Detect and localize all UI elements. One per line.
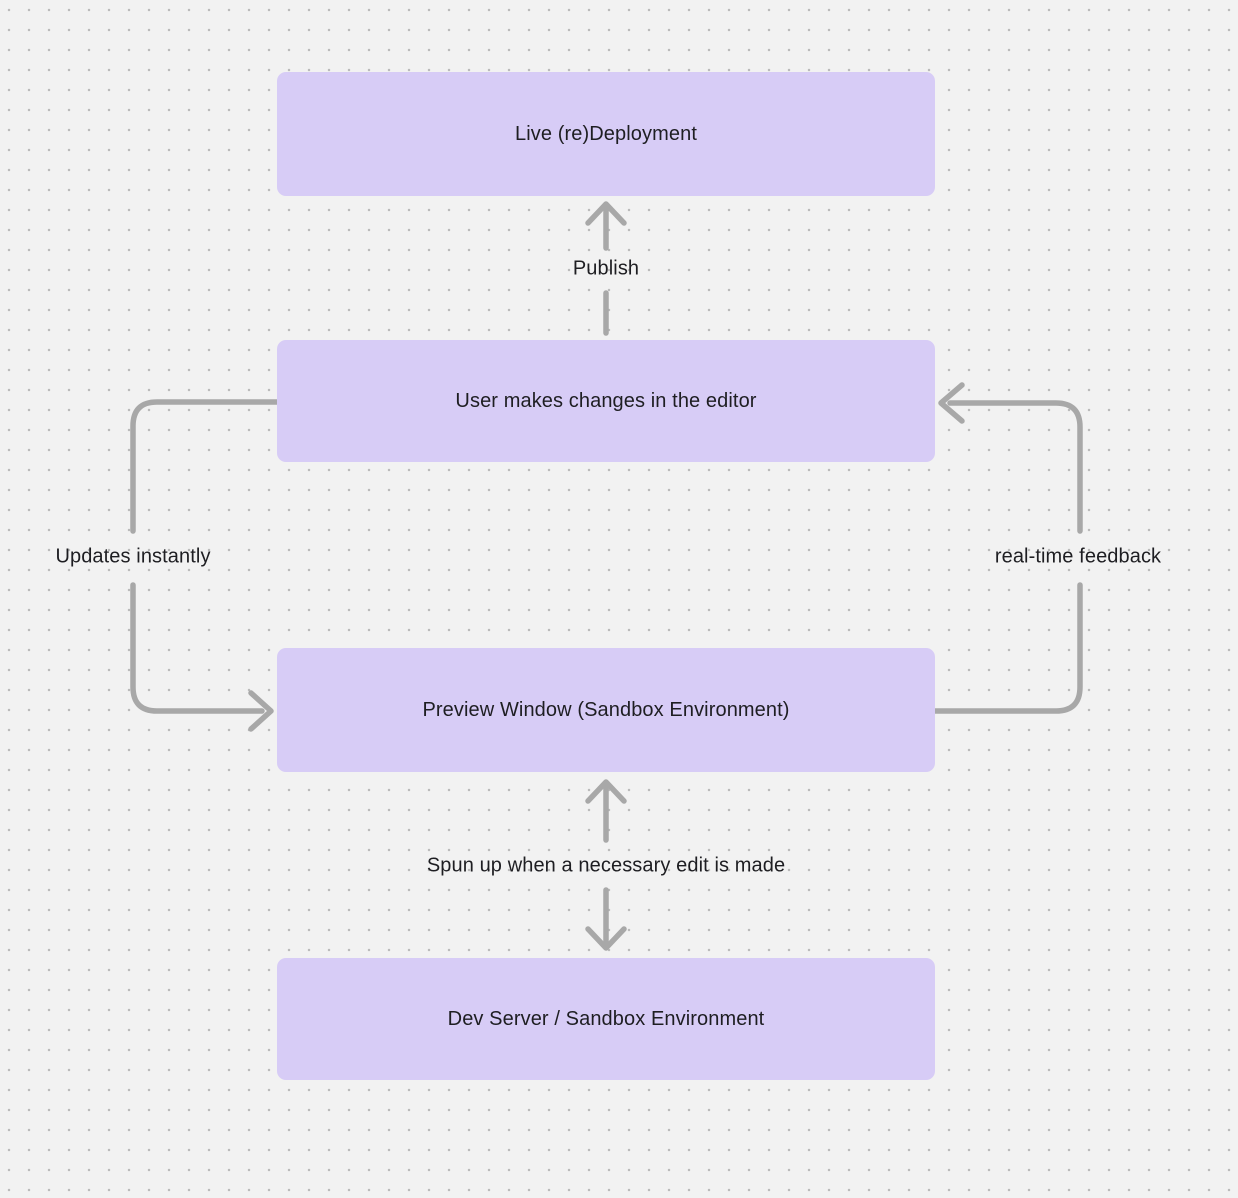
arrowhead-down-icon	[585, 926, 627, 951]
node-live-redeployment-label: Live (re)Deployment	[515, 122, 697, 145]
node-preview-window-label: Preview Window (Sandbox Environment)	[422, 698, 790, 721]
arrowhead-up-icon	[585, 779, 627, 804]
node-user-editor-label: User makes changes in the editor	[455, 389, 757, 412]
edge-label-updates-instantly: Updates instantly	[55, 545, 211, 568]
edge-label-real-time-feedback: real-time feedback	[994, 545, 1162, 568]
node-live-redeployment: Live (re)Deployment	[277, 72, 935, 196]
node-dev-server: Dev Server / Sandbox Environment	[277, 958, 935, 1080]
edge-label-publish: Publish	[572, 257, 640, 280]
arrowhead-up-icon	[585, 201, 627, 226]
node-preview-window: Preview Window (Sandbox Environment)	[277, 648, 935, 772]
node-user-editor: User makes changes in the editor	[277, 340, 935, 462]
arrowhead-right-icon	[248, 690, 274, 732]
node-dev-server-label: Dev Server / Sandbox Environment	[447, 1007, 765, 1030]
edge-label-spun-up: Spun up when a necessary edit is made	[426, 854, 786, 877]
arrowhead-left-icon	[938, 382, 965, 424]
